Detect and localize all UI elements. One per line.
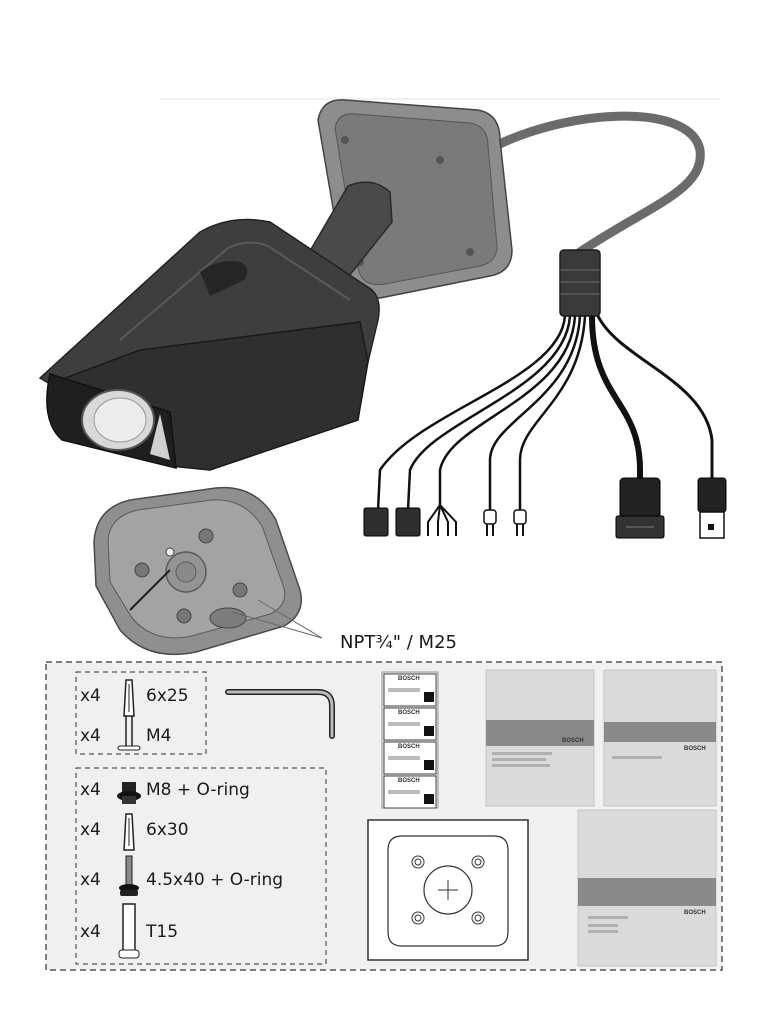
safety-instructions: [577, 809, 717, 967]
power-connector-1: [363, 507, 389, 537]
usb-connector: [697, 477, 727, 539]
power-connector-2: [395, 507, 421, 537]
audio-wires: [427, 504, 457, 536]
brand-mark: BOSCH: [398, 778, 420, 784]
screw-kit-group: [75, 671, 207, 755]
part-label-t15: T15: [146, 922, 179, 942]
part-label-m4: M4: [146, 726, 172, 746]
junction-box: [93, 486, 323, 656]
brand-mark: BOSCH: [562, 738, 584, 744]
mounting-template: [367, 819, 529, 961]
brand-mark: BOSCH: [398, 710, 420, 716]
thread-callout-line-1: [231, 611, 323, 639]
thread-callout-line-2: [257, 599, 323, 639]
brand-mark: BOSCH: [684, 746, 706, 752]
part-label-6x30: 6x30: [146, 820, 189, 840]
cable-harness: [363, 249, 727, 539]
part-label-4-5x40-oring: 4.5x40 + O-ring: [146, 870, 284, 890]
qty-label: x4: [80, 922, 101, 942]
screw-m4: [117, 716, 141, 751]
qty-label: x4: [80, 726, 101, 746]
qty-label: x4: [80, 686, 101, 706]
label-sheet-stack: [381, 671, 439, 809]
part-label-m8-oring: M8 + O-ring: [146, 780, 250, 800]
cable-splitter: [559, 249, 601, 317]
qty-label: x4: [80, 780, 101, 800]
ethernet-connector: [615, 477, 665, 539]
brand-mark: BOSCH: [398, 744, 420, 750]
brand-mark: BOSCH: [398, 676, 420, 682]
bullet-camera: [38, 99, 705, 471]
installation-manual: [485, 669, 595, 807]
screw-m8-oring: [117, 782, 141, 804]
qty-label: x4: [80, 820, 101, 840]
wall-anchor-6x30: [123, 813, 135, 851]
brand-mark: BOSCH: [684, 910, 706, 916]
alarm-wire: [483, 509, 497, 536]
wall-anchor-6x25: [123, 679, 135, 717]
qty-label: x4: [80, 870, 101, 890]
relay-wire: [513, 509, 527, 536]
main-cable: [483, 111, 705, 257]
torx-t15-bit: [118, 903, 140, 959]
screw-4-5x40-oring: [119, 855, 139, 896]
thread-size-label: NPT¾" / M25: [340, 632, 457, 653]
part-label-6x25: 6x25: [146, 686, 189, 706]
quick-install-guide: [603, 669, 717, 807]
mount-kit-group: [75, 767, 327, 965]
